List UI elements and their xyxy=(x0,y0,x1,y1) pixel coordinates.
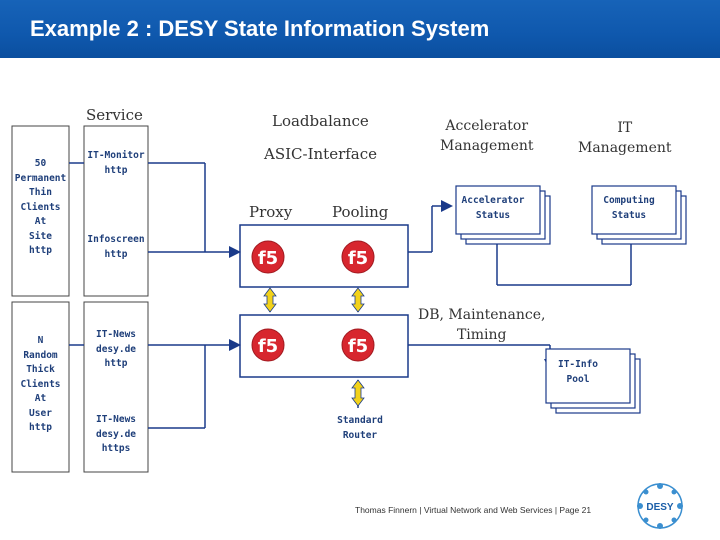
f5-logo-text: f5 xyxy=(258,248,278,269)
computing-status-label: Computing Status xyxy=(603,195,655,221)
loadbalance-header: Loadbalance xyxy=(272,112,369,130)
pooling-label: Pooling xyxy=(332,203,389,221)
service-header: Service xyxy=(86,106,143,124)
thin-clients-label: 50 Permanent Thin Clients At Site http xyxy=(14,158,67,256)
service-box-bottom xyxy=(83,301,149,473)
sync-arrow-pooling xyxy=(351,287,365,313)
accelerator-status-label: Accelerator Status xyxy=(461,195,525,221)
proxy-label: Proxy xyxy=(249,203,293,221)
footer-text: Thomas Finnern | Virtual Network and Web… xyxy=(355,505,592,515)
it-info-pool-stack xyxy=(545,348,631,404)
f5-balancer-pooling-top: f5 xyxy=(341,240,375,274)
it-news-https-service: IT-News desy.de https xyxy=(95,414,137,454)
sync-arrow-proxy xyxy=(263,287,277,313)
page-title: Example 2 : DESY State Information Syste… xyxy=(30,16,490,41)
thin-clients-box xyxy=(11,125,70,297)
f5-logo-text: f5 xyxy=(348,336,368,357)
it-monitor-service: IT-Monitor http xyxy=(87,150,145,176)
standard-router-label: Standard Router xyxy=(337,415,383,441)
f5-logo-text: f5 xyxy=(258,336,278,357)
f5-balancer-proxy-top: f5 xyxy=(251,240,285,274)
infoscreen-service: Infoscreen http xyxy=(87,234,145,260)
it-news-http-service: IT-News desy.de http xyxy=(95,329,137,369)
desy-logo-text: DESY xyxy=(646,502,674,513)
header-bar: Example 2 : DESY State Information Syste… xyxy=(0,0,720,58)
computing-status-stack xyxy=(591,185,677,235)
thick-clients-box xyxy=(11,301,70,473)
f5-logo-text: f5 xyxy=(348,248,368,269)
router-arrow xyxy=(351,379,365,407)
desy-logo: DESY xyxy=(637,483,683,529)
thick-clients-label: N Random Thick Clients At User http xyxy=(20,335,61,433)
db-maintenance-timing-label: DB, Maintenance, Timing xyxy=(418,307,546,343)
it-management-header: IT Management xyxy=(578,120,672,156)
accelerator-status-stack xyxy=(455,185,541,235)
service-box-top xyxy=(83,125,149,297)
asic-interface-label: ASIC-Interface xyxy=(264,145,378,163)
f5-balancer-pooling-bottom: f5 xyxy=(341,328,375,362)
accelerator-management-header: Accelerator Management xyxy=(440,118,534,154)
it-info-pool-label: IT-Info Pool xyxy=(557,359,599,385)
f5-balancer-proxy-bottom: f5 xyxy=(251,328,285,362)
